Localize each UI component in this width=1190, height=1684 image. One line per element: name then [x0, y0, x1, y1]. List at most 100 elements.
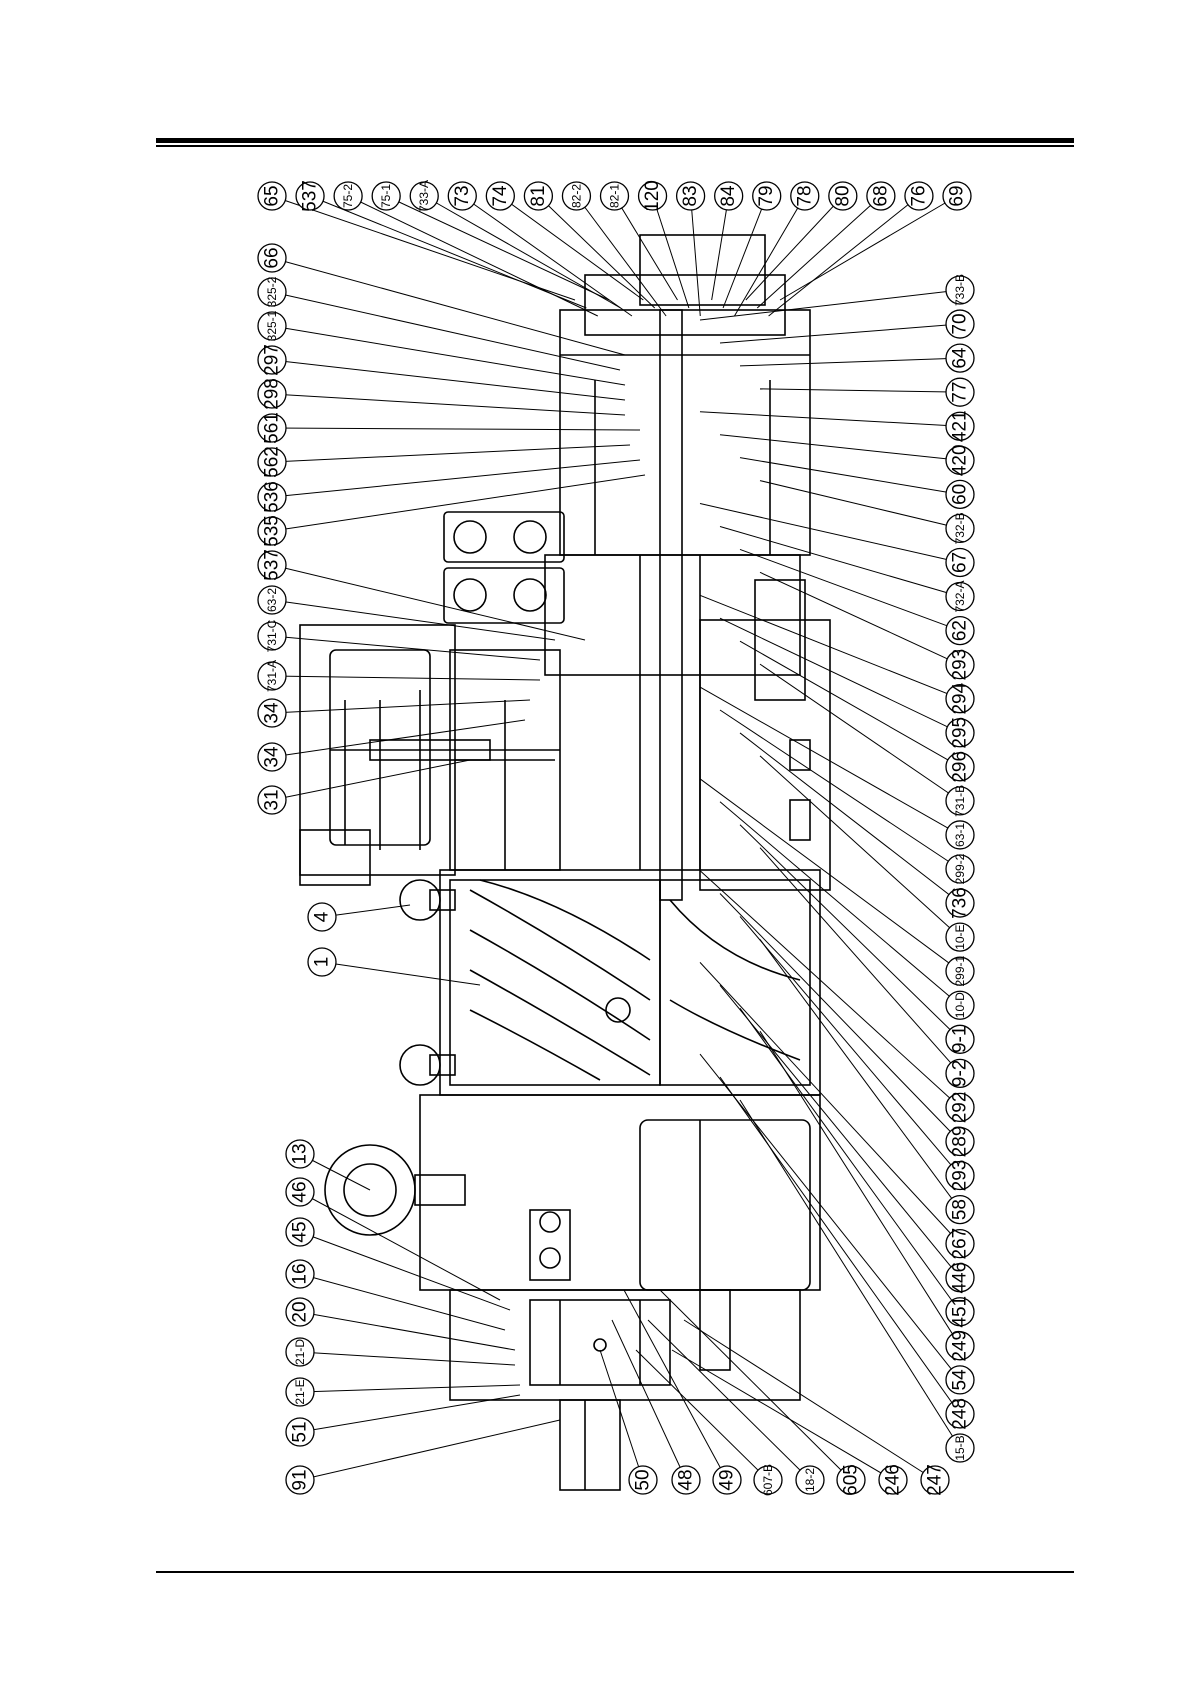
- leader-line: [635, 1349, 769, 1481]
- callout-label: 54: [950, 1369, 971, 1391]
- callout-circle: [285, 1259, 315, 1289]
- callout-label: 82-1: [608, 184, 622, 208]
- callout-label: 74: [490, 185, 511, 207]
- leader-line: [347, 195, 598, 317]
- callout-circle: [285, 1337, 315, 1367]
- leader-line: [271, 325, 626, 386]
- leader-line: [756, 195, 882, 309]
- callout-right: 733-B: [699, 274, 975, 321]
- callout-circle: [790, 181, 820, 211]
- callout-circle: [920, 1465, 950, 1495]
- callout-circle: [257, 516, 287, 546]
- callout-circle: [945, 1297, 975, 1327]
- end-bearing: [529, 1299, 671, 1386]
- leader-line: [734, 195, 806, 317]
- callout-circle: [945, 615, 975, 646]
- callout-label: 16: [290, 1263, 311, 1284]
- callout-label: 267: [950, 1228, 971, 1260]
- callout-label: 20: [290, 1301, 311, 1322]
- leader-line: [739, 1099, 961, 1449]
- callout-bottom: 18-2: [647, 1319, 825, 1495]
- callout-label: 64: [950, 347, 971, 369]
- callout-circle: [257, 698, 287, 728]
- callout-left: 1: [307, 947, 481, 986]
- callout-bottom: 247: [683, 1319, 950, 1496]
- callout-label: 733-A: [417, 180, 431, 212]
- leader-line: [739, 916, 961, 1176]
- callout-circle: [945, 956, 975, 986]
- callout-label: 421: [950, 410, 971, 442]
- leader-line: [299, 1311, 516, 1351]
- leader-line: [719, 434, 961, 461]
- leader-line: [739, 457, 961, 495]
- callout-right: 15-B: [739, 1099, 975, 1463]
- female-rotor: [659, 879, 811, 1086]
- leader-line: [699, 1053, 961, 1381]
- leader-line: [699, 686, 961, 836]
- callout-right: 9-2: [759, 847, 975, 1089]
- callout-label: 76: [908, 185, 929, 206]
- callout-top: 82-1: [599, 181, 678, 301]
- callout-circle: [257, 447, 287, 477]
- callout-label: 45: [290, 1221, 311, 1242]
- callout-label: 246: [883, 1464, 904, 1496]
- callout-label: 247: [925, 1464, 946, 1496]
- callout-label: 607-B: [761, 1464, 775, 1496]
- leader-line: [739, 824, 961, 1040]
- callout-circle: [675, 181, 706, 211]
- callout-circle: [307, 902, 337, 932]
- callout-circle: [257, 379, 287, 409]
- callout-right: 77: [759, 377, 975, 407]
- callout-circle: [285, 1297, 315, 1327]
- callout-right: 293: [759, 571, 975, 680]
- callout-label: 9-1: [950, 1026, 971, 1053]
- callout-top: 73: [447, 181, 633, 317]
- leader-line: [500, 195, 644, 301]
- callout-circle: [637, 181, 668, 211]
- leader-line: [321, 961, 481, 986]
- callout-circle: [828, 181, 858, 211]
- callout-right: 295: [719, 617, 975, 749]
- callout-label: 537: [262, 549, 283, 581]
- callout-top: 74: [485, 181, 644, 301]
- callout-label: 63-2: [265, 588, 279, 612]
- callout-label: 731-C: [265, 619, 279, 652]
- callout-label: 63-1: [953, 823, 967, 847]
- leader-line: [299, 1394, 521, 1433]
- callout-left: 66: [257, 243, 626, 356]
- callout-label: 49: [717, 1469, 738, 1490]
- leader-line: [722, 195, 768, 309]
- leader-line: [759, 571, 961, 666]
- leader-line: [321, 904, 411, 918]
- callout-circle: [307, 947, 337, 977]
- callout-label: 83: [680, 185, 701, 206]
- callout-circle: [945, 1263, 975, 1293]
- callout-circle: [878, 1465, 908, 1495]
- callout-right: 296: [739, 640, 975, 783]
- callout-right: 62: [739, 548, 975, 646]
- callout-label: 34: [262, 746, 283, 768]
- end-bearing-cover: [449, 1289, 801, 1401]
- callout-top: 537: [295, 180, 587, 309]
- callout-label: 46: [290, 1181, 311, 1202]
- callout-label: 293: [950, 1160, 971, 1192]
- callout-circle: [945, 854, 975, 884]
- callout-right: 63-1: [699, 686, 975, 850]
- callout-right: 292: [699, 870, 975, 1123]
- leader-line: [271, 444, 631, 463]
- callout-right: 248: [719, 1076, 975, 1430]
- callout-right: 731-B: [759, 663, 975, 817]
- callout-label: 294: [950, 682, 971, 714]
- leader-line: [671, 1349, 894, 1481]
- callout-left: 4: [307, 902, 411, 932]
- leader-line: [683, 1319, 936, 1481]
- valve-block-upper: [443, 511, 565, 563]
- callout-top: 75-2: [333, 181, 598, 317]
- callout-circle: [712, 1465, 742, 1495]
- callout-left: 536: [257, 459, 641, 513]
- callout-label: 561: [262, 412, 283, 444]
- callout-right: 293: [739, 916, 975, 1192]
- callout-label: 536: [262, 481, 283, 513]
- callout-label: 1: [312, 957, 333, 968]
- callout-left: 535: [257, 474, 646, 547]
